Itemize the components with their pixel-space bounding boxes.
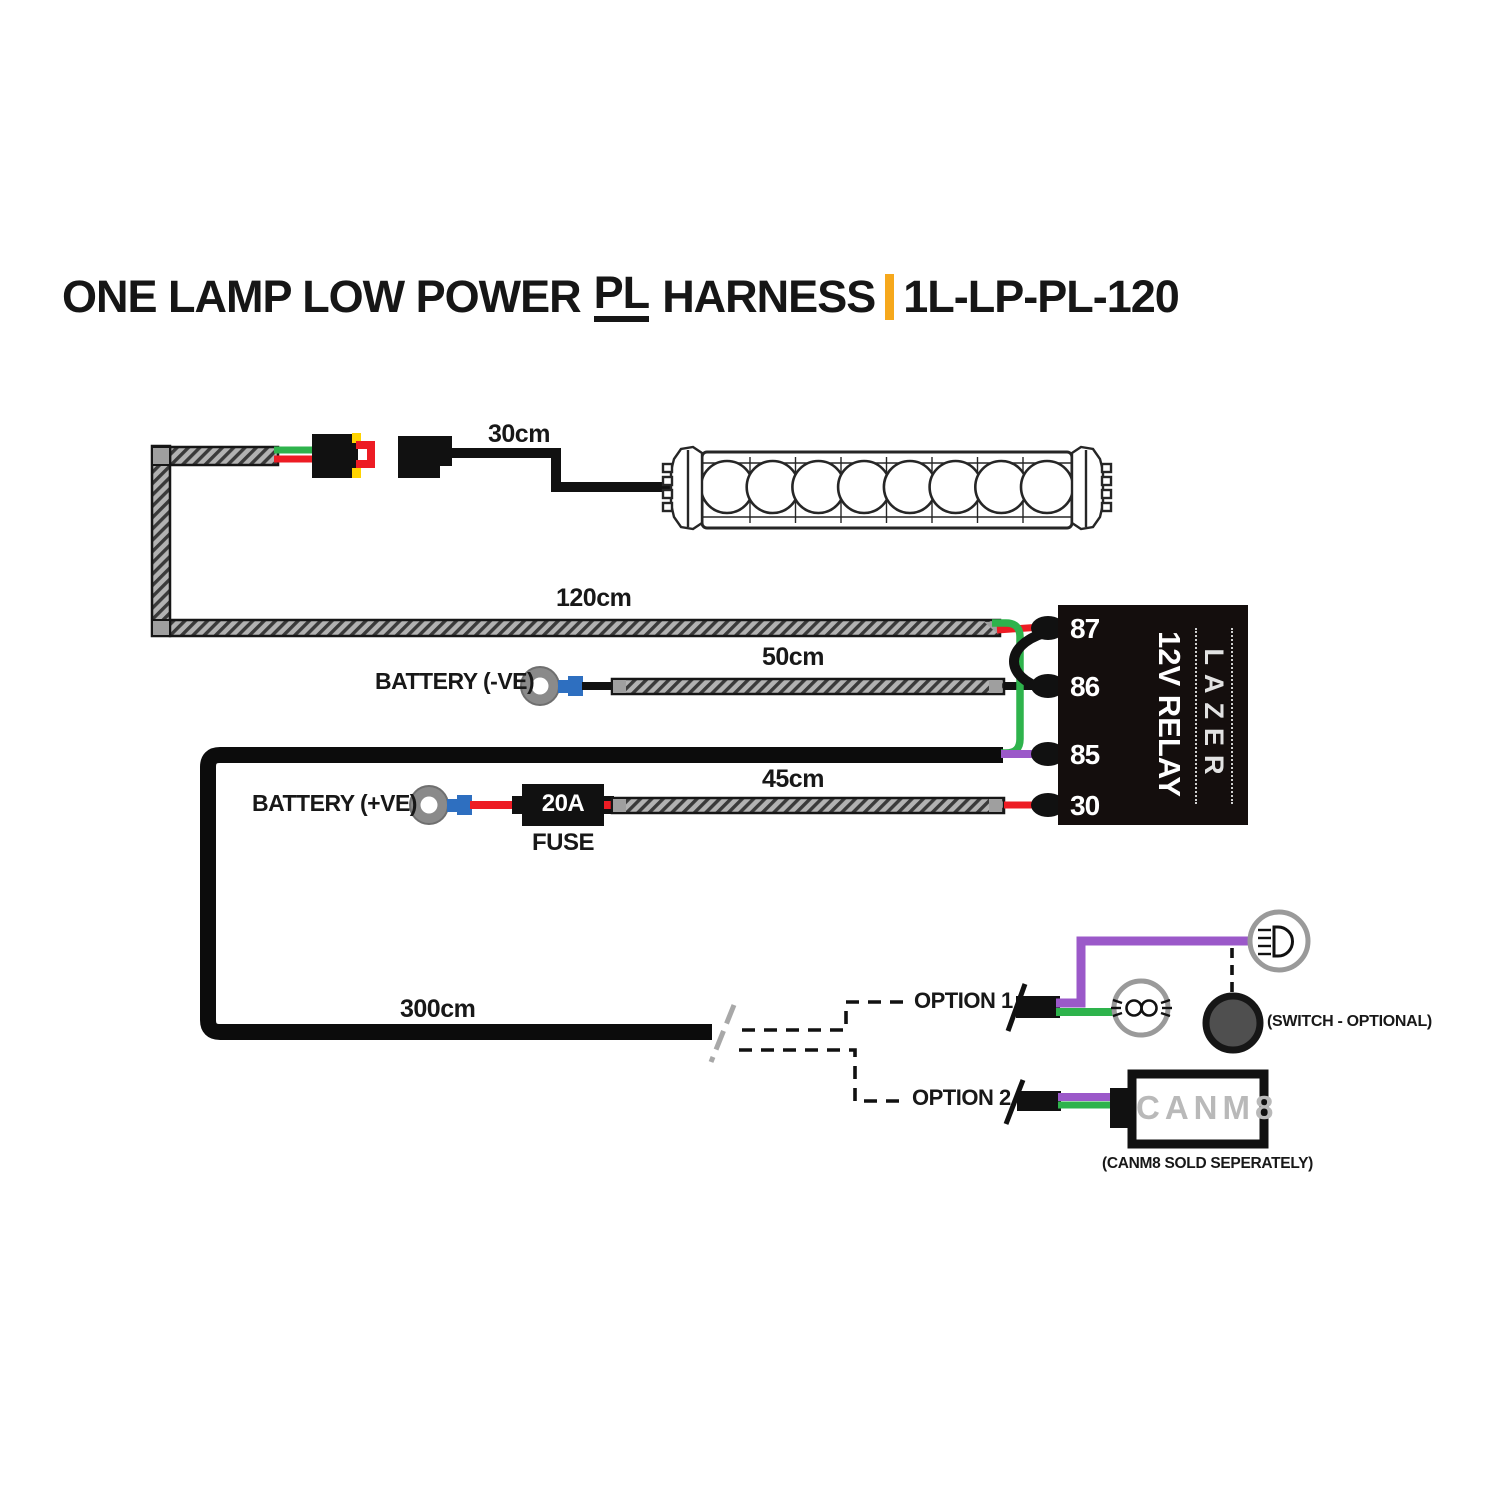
product-code: 1L-LP-PL-120: [903, 271, 1180, 323]
light-bar-end-caps: [661, 445, 1113, 531]
relay-label: 12V RELAY: [1152, 631, 1187, 797]
title-harness: HARNESS: [662, 271, 876, 323]
label-30cm: 30cm: [488, 420, 550, 448]
label-battery-positive: BATTERY (+VE): [252, 790, 417, 816]
switch-icon: [1202, 992, 1264, 1054]
wire-break-mark: [708, 1004, 737, 1063]
lamp-connector-pair: [274, 433, 452, 478]
relay-pin-86: 86: [1070, 671, 1100, 702]
switch-optional-note: (SWITCH - OPTIONAL): [1267, 1013, 1432, 1030]
lamp-bulb-icon: [1111, 978, 1172, 1038]
battery-positive-lead: [409, 784, 1042, 826]
option-dashed-routing: [739, 1000, 906, 1103]
canm8-box: [1127, 1069, 1269, 1149]
headlight-icon: [1247, 909, 1311, 973]
fuse-label: FUSE: [531, 829, 595, 856]
wire-30cm: [452, 448, 678, 492]
relay-12v: [1031, 605, 1248, 825]
label-battery-negative: BATTERY (-VE): [375, 668, 535, 694]
label-45cm: 45cm: [762, 765, 824, 793]
relay-pin-30: 30: [1070, 790, 1100, 821]
relay-pin-87: 87: [1070, 613, 1100, 644]
option2-branch: [1003, 1069, 1269, 1149]
led-light-bar: [661, 445, 1113, 531]
label-option2: OPTION 2: [912, 1085, 1011, 1110]
battery-negative-lead: [520, 666, 1042, 706]
relay-pin-85: 85: [1070, 739, 1100, 770]
canm8-label: CANM8: [1136, 1089, 1279, 1126]
label-120cm: 120cm: [556, 584, 632, 612]
wire-300cm: [200, 747, 1003, 1040]
lazer-brand-logo: LAZER: [1195, 628, 1233, 804]
fuse-rating: 20A: [541, 790, 585, 817]
title-accent-bar: [885, 274, 895, 321]
page-title: ONE LAMP LOW POWER PL HARNESS 1L-LP-PL-1…: [62, 270, 1180, 323]
label-option1: OPTION 1: [914, 988, 1013, 1013]
canm8-note: (CANM8 SOLD SEPERATELY): [1102, 1155, 1313, 1172]
fuse-body: [522, 784, 604, 826]
title-text: ONE LAMP LOW POWER: [62, 271, 582, 323]
option1-branch: [1005, 909, 1311, 1054]
label-300cm: 300cm: [400, 995, 476, 1023]
label-50cm: 50cm: [762, 643, 824, 671]
braided-lamp-loop: [150, 444, 1002, 638]
title-pl-underlined: PL: [593, 270, 650, 323]
